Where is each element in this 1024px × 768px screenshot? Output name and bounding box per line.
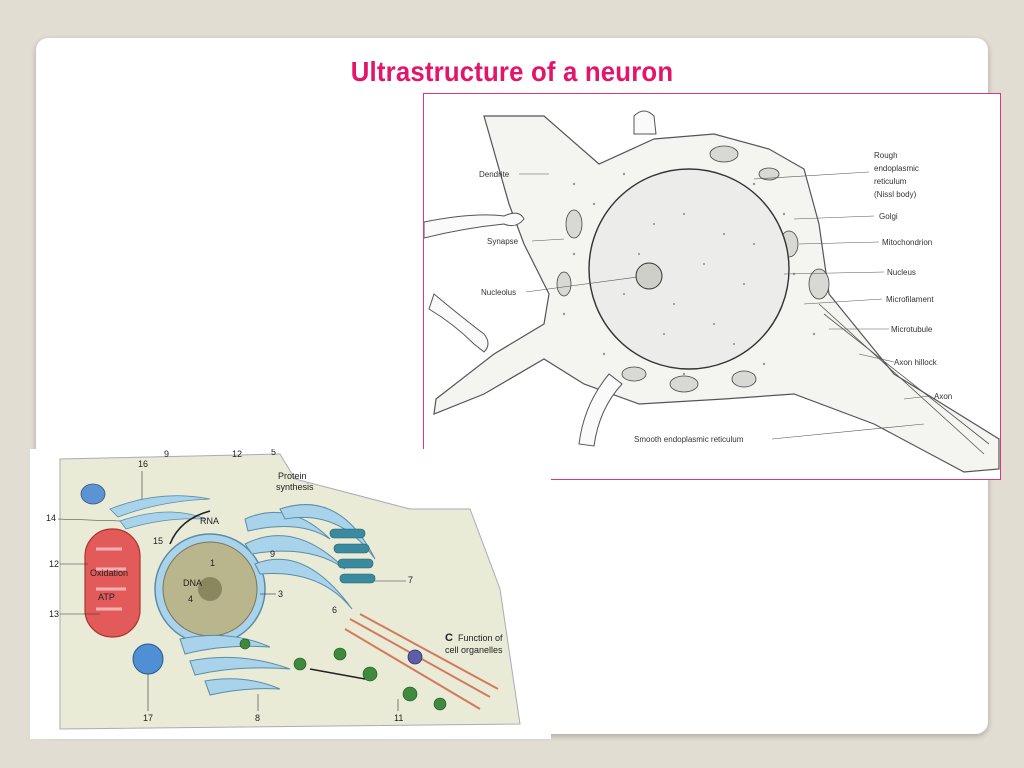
label-rer-4: (Nissl body) [874, 190, 917, 199]
num-5: 5 [271, 449, 276, 457]
label-synapse: Synapse [487, 237, 519, 246]
num-12-top: 12 [232, 449, 242, 459]
label-nucleolus: Nucleolus [481, 288, 516, 297]
num-6: 6 [332, 605, 337, 615]
caption-letter: C [445, 632, 453, 644]
num-12-left: 12 [49, 559, 59, 569]
label-oxidation: Oxidation [90, 568, 128, 578]
cell-body [59, 453, 521, 730]
secretory-vesicles [239, 638, 447, 711]
label-microfilament: Microfilament [886, 295, 934, 304]
label-rer-1: Rough [874, 151, 898, 160]
num-8: 8 [255, 713, 260, 723]
label-golgi: Golgi [879, 212, 898, 221]
num-1: 1 [210, 558, 215, 568]
nucleolus-shape [635, 262, 663, 290]
label-synthesis: synthesis [276, 482, 314, 492]
label-dna: DNA [183, 578, 202, 588]
organelle-leaders [57, 471, 406, 711]
synapse-bouton [424, 212, 525, 239]
label-rer-2: endoplasmic [874, 164, 919, 173]
nucleolus-shape-c [198, 577, 222, 601]
num-3: 3 [278, 589, 283, 599]
num-14: 14 [46, 513, 56, 523]
arrow-transport [309, 668, 366, 680]
smooth-er-top-2 [119, 511, 206, 530]
label-axon: Axon [934, 392, 952, 401]
smooth-er-top [109, 495, 211, 518]
organelle-diagram: 16 9 12 5 14 15 12 13 1 4 3 9 6 7 17 8 1… [30, 449, 551, 739]
label-mitochondrion: Mitochondrion [882, 238, 932, 247]
num-16: 16 [138, 459, 148, 469]
transport-vesicle [407, 649, 423, 665]
label-rna: RNA [200, 516, 219, 526]
golgi-stack [329, 528, 376, 584]
num-7: 7 [408, 575, 413, 585]
lysosome [132, 643, 164, 675]
axon-fiber-2 [823, 313, 990, 445]
label-axon-hillock: Axon hillock [894, 358, 938, 367]
dendrite-bottom [578, 373, 623, 447]
dendrite-top [633, 110, 657, 135]
vesicle-top [80, 483, 106, 505]
num-15: 15 [153, 536, 163, 546]
nucleus-shape [588, 168, 790, 370]
neuron-diagram: Dendrite Synapse Nucleolus Rough endopla… [423, 93, 1001, 480]
num-13: 13 [49, 609, 59, 619]
num-4: 4 [188, 594, 193, 604]
caption-line-1: Function of [458, 633, 503, 643]
label-atp: ATP [98, 592, 115, 602]
num-11: 11 [394, 713, 403, 723]
mitochondrion-shape [84, 528, 141, 638]
label-microtubule: Microtubule [891, 325, 933, 334]
caption-line-2: cell organelles [445, 645, 503, 655]
dendrite-branch [428, 293, 489, 353]
slide-title: Ultrastructure of a neuron [350, 56, 674, 87]
chromatin-texture [623, 213, 755, 345]
label-smooth-er: Smooth endoplasmic reticulum [634, 435, 744, 444]
label-nucleus: Nucleus [887, 268, 916, 277]
label-protein: Protein [278, 471, 307, 481]
num-9-mid: 9 [270, 549, 275, 559]
label-dendrite: Dendrite [479, 170, 510, 179]
leader-lines [519, 171, 930, 440]
cristae [96, 547, 126, 611]
arrow-rna [169, 510, 211, 545]
num-17: 17 [143, 713, 153, 723]
num-9-top: 9 [164, 449, 169, 459]
label-rer-3: reticulum [874, 177, 907, 186]
